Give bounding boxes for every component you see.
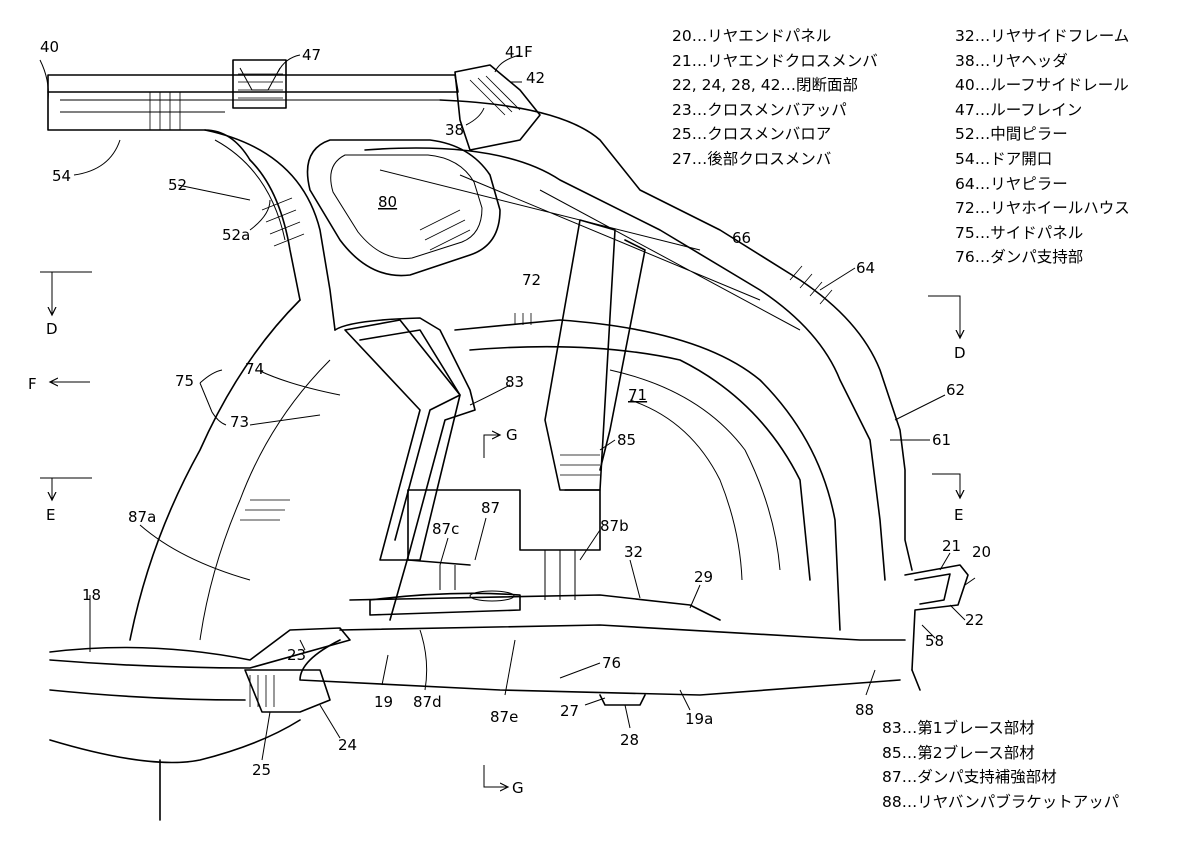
label-g1: G	[506, 426, 518, 444]
label-76: 76	[602, 654, 621, 672]
label-54: 54	[52, 167, 71, 185]
label-87: 87	[481, 499, 500, 517]
label-72: 72	[522, 271, 541, 289]
label-18: 18	[82, 586, 101, 604]
label-87c: 87c	[432, 520, 459, 538]
label-41f: 41F	[505, 43, 533, 61]
section-e-left: E	[46, 506, 55, 524]
legend-item: 21…リヤエンドクロスメンバ	[672, 51, 878, 70]
label-87d: 87d	[413, 693, 442, 711]
roof-reinforcement	[232, 59, 287, 109]
label-20: 20	[972, 543, 991, 561]
label-87e: 87e	[490, 708, 518, 726]
label-24: 24	[338, 736, 357, 754]
section-e-right: E	[954, 506, 963, 524]
label-88: 88	[855, 701, 874, 719]
reference-labels: 40 47 41F 42 38 54 52 52a 80 66 64 72 62…	[28, 38, 991, 797]
label-64: 64	[856, 259, 875, 277]
legend-item: 76…ダンパ支持部	[955, 248, 1084, 267]
legend-item: 52…中間ピラー	[955, 125, 1068, 144]
second-brace	[544, 219, 646, 491]
label-32: 32	[624, 543, 643, 561]
side-panel-lower	[129, 299, 476, 641]
section-markers	[40, 271, 960, 787]
roof-side-rail	[47, 74, 459, 161]
label-83: 83	[505, 373, 524, 391]
legend-item: 88…リヤバンパブラケットアッパ	[882, 792, 1120, 811]
legend-item: 64…リヤピラー	[955, 174, 1068, 193]
side-panel-outline	[364, 99, 913, 581]
label-87a: 87a	[128, 508, 156, 526]
label-52: 52	[168, 176, 187, 194]
first-brace	[344, 319, 461, 561]
legend-item: 83…第1ブレース部材	[882, 719, 1035, 737]
legend-top-left: 20…リヤエンドパネル 21…リヤエンドクロスメンバ 22, 24, 28, 4…	[672, 24, 878, 172]
rear-side-frame	[299, 590, 906, 696]
label-80: 80	[378, 193, 397, 211]
label-61: 61	[932, 431, 951, 449]
label-52a: 52a	[222, 226, 250, 244]
legend-item: 22, 24, 28, 42…閉断面部	[672, 76, 858, 95]
legend-item: 40…ルーフサイドレール	[955, 76, 1129, 95]
label-87b: 87b	[600, 517, 629, 535]
label-42: 42	[526, 69, 545, 87]
damper-support-reinforcement	[407, 489, 601, 600]
label-21: 21	[942, 537, 961, 555]
legend-item: 27…後部クロスメンバ	[672, 149, 832, 168]
label-71: 71	[628, 386, 647, 404]
section-d-left: D	[46, 320, 58, 338]
label-23: 23	[287, 646, 306, 664]
label-73: 73	[230, 413, 249, 431]
label-62: 62	[946, 381, 965, 399]
middle-pillar	[204, 129, 336, 331]
legend-item: 20…リヤエンドパネル	[672, 27, 832, 45]
label-19: 19	[374, 693, 393, 711]
leader-lines	[39, 54, 976, 761]
legend-item: 87…ダンパ支持補強部材	[882, 768, 1057, 787]
section-d-right: D	[954, 344, 966, 362]
label-66: 66	[732, 229, 751, 247]
rear-end-panel	[904, 564, 969, 691]
direction-f: F	[28, 375, 37, 393]
label-58: 58	[925, 632, 944, 650]
label-40: 40	[40, 38, 59, 56]
legend-item: 47…ルーフレイン	[955, 100, 1083, 119]
label-19a: 19a	[685, 710, 713, 728]
quarter-window-opening	[306, 139, 501, 277]
legend-item: 23…クロスメンバアッパ	[672, 100, 847, 119]
legend-item: 85…第2ブレース部材	[882, 743, 1035, 762]
legend-item: 54…ドア開口	[955, 149, 1053, 168]
cross-members	[49, 627, 646, 821]
rear-wheelhouse	[454, 313, 841, 631]
label-25: 25	[252, 761, 271, 779]
label-38: 38	[445, 121, 464, 139]
label-29: 29	[694, 568, 713, 586]
label-74: 74	[245, 360, 264, 378]
legend-item: 72…リヤホイールハウス	[955, 199, 1130, 218]
label-75: 75	[175, 372, 194, 390]
label-85: 85	[617, 431, 636, 449]
legend-item: 75…サイドパネル	[955, 223, 1084, 242]
label-28: 28	[620, 731, 639, 749]
label-g2: G	[512, 779, 524, 797]
label-22: 22	[965, 611, 984, 629]
legend-item: 25…クロスメンバロア	[672, 125, 832, 144]
legend-top-right: 32…リヤサイドフレーム 38…リヤヘッダ 40…ルーフサイドレール 47…ルー…	[955, 24, 1130, 270]
legend-item: 32…リヤサイドフレーム	[955, 27, 1130, 45]
label-27: 27	[560, 702, 579, 720]
rear-header	[454, 64, 541, 151]
label-47: 47	[302, 46, 321, 64]
legend-item: 38…リヤヘッダ	[955, 51, 1068, 70]
legend-bottom-right: 83…第1ブレース部材 85…第2ブレース部材 87…ダンパ支持補強部材 88……	[882, 716, 1119, 814]
